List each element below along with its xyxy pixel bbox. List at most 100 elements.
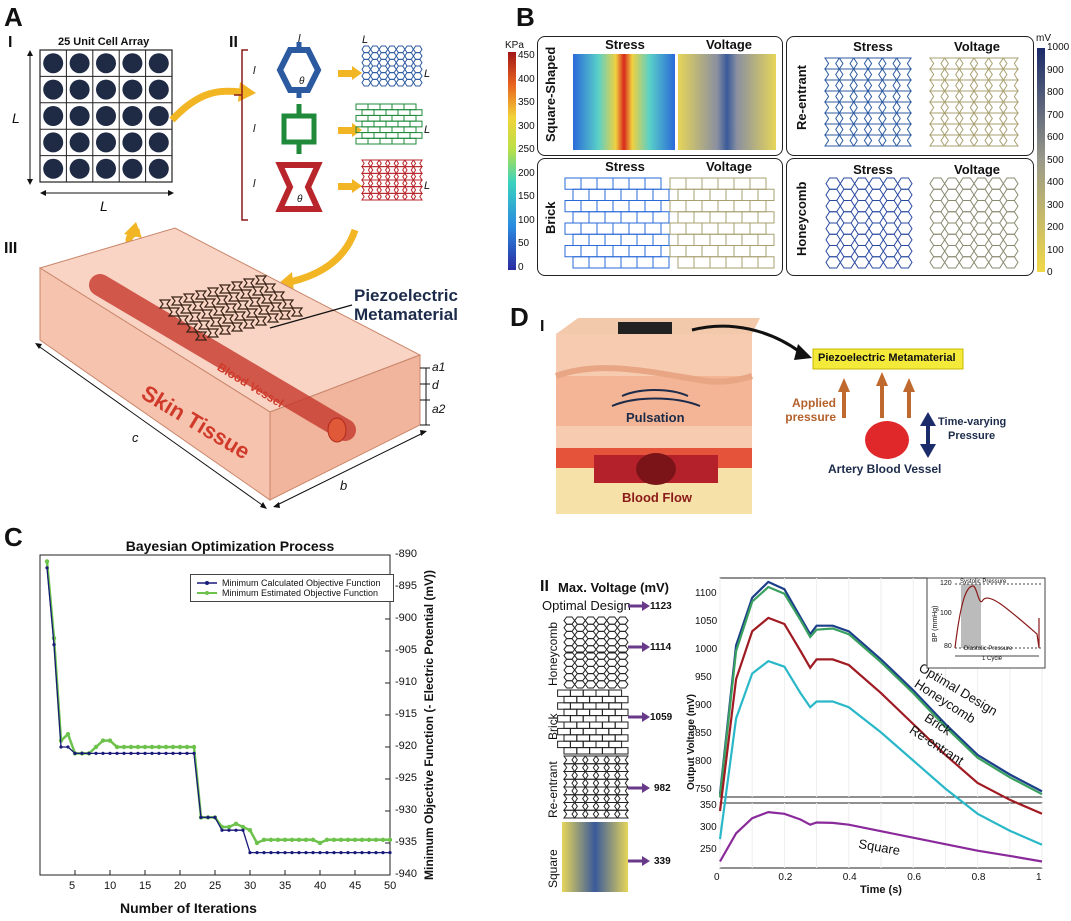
data-point-calculated <box>234 828 238 832</box>
data-point-estimated <box>226 824 232 830</box>
inset-ylabel: BP (mmHg) <box>932 605 939 642</box>
data-point-estimated <box>268 837 274 842</box>
data-point-estimated <box>142 744 148 750</box>
lattice-brick <box>355 103 423 145</box>
legend-label-estimated: Minimum Estimated Objective Function <box>222 588 379 598</box>
data-point-calculated <box>45 566 49 570</box>
unit-cell <box>69 106 90 126</box>
data-point-estimated <box>44 559 50 564</box>
data-point-calculated <box>73 751 77 755</box>
data-point-calculated <box>122 751 126 755</box>
array-dim-l-vertical: L <box>12 110 20 126</box>
lattice-brick <box>557 689 629 755</box>
hdr-stress-4: Stress <box>853 162 893 177</box>
unit-cell <box>148 106 169 126</box>
left-cbar-tick: 350 <box>518 97 535 108</box>
voltage-arrowhead <box>642 601 650 611</box>
array-dim-l-horizontal: L <box>100 198 108 214</box>
y-tick: -940 <box>395 868 418 880</box>
data-point-calculated <box>199 815 203 819</box>
x-tick: 45 <box>349 880 362 892</box>
x-tick: 30 <box>244 880 257 892</box>
y-tick: -920 <box>395 740 418 752</box>
piezo-label-2: Metamaterial <box>354 305 458 324</box>
chart-c-plot <box>39 554 393 876</box>
data-point-estimated <box>310 837 316 842</box>
x-tick: 40 <box>314 880 327 892</box>
hdr-voltage-2: Voltage <box>706 159 752 174</box>
data-point-calculated <box>192 751 196 755</box>
data-point-calculated <box>108 751 112 755</box>
curve-square <box>719 810 1043 863</box>
applied-pressure-1: Applied <box>792 396 836 410</box>
unit-cell <box>96 158 116 179</box>
data-point-estimated <box>254 840 260 846</box>
data-point-estimated <box>93 744 99 750</box>
voltage-honeycomb: 1114 <box>650 642 672 653</box>
cell-dim-l-3: l <box>253 178 256 190</box>
voltage-map-square <box>678 54 776 150</box>
data-point-calculated <box>150 751 154 755</box>
left-cbar-tick: 250 <box>518 144 535 155</box>
chart-d-x-tick: 0.6 <box>907 872 922 883</box>
unit-cell <box>43 132 64 153</box>
chart-d-y-tick-upper: 750 <box>695 784 712 796</box>
unit-cell <box>96 53 116 74</box>
curve-brick <box>718 616 1043 815</box>
data-point-calculated <box>87 751 91 755</box>
curve-reentrant <box>718 659 1043 846</box>
voltage-brick: 1059 <box>650 712 673 723</box>
right-cbar-unit: mV <box>1036 33 1051 44</box>
left-colorbar <box>508 52 516 270</box>
data-point-calculated <box>346 851 350 855</box>
data-point-calculated <box>374 851 378 855</box>
data-point-calculated <box>157 751 161 755</box>
data-point-calculated <box>101 751 105 755</box>
chart-d-y-tick-upper: 1000 <box>695 644 718 655</box>
unit-cell <box>69 53 90 74</box>
chart-d-x-tick: 0.8 <box>971 872 986 883</box>
unit-cells-diagram <box>169 42 362 221</box>
data-point-estimated <box>296 837 302 842</box>
left-cbar-tick: 450 <box>518 50 535 61</box>
lattice-dim-l-2: L <box>424 124 431 136</box>
panel-letter-d: D <box>510 302 529 332</box>
inset-systolic: Systolic Pressure <box>960 579 1007 585</box>
right-cbar-tick: 1000 <box>1047 42 1070 53</box>
voltage-reentrant: 982 <box>654 783 671 794</box>
lattice-dim-l-3: L <box>424 180 431 192</box>
data-point-estimated <box>135 744 141 750</box>
right-cbar-tick: 400 <box>1047 177 1064 188</box>
data-point-estimated <box>331 837 337 842</box>
data-point-calculated <box>143 751 147 755</box>
y-tick: -900 <box>395 612 418 624</box>
chart-d-x-tick: 1 <box>1036 872 1042 883</box>
data-point-estimated <box>156 744 162 750</box>
data-point-estimated <box>345 837 351 842</box>
lattice-hex <box>825 177 913 269</box>
square-voltage-thumb <box>562 822 628 892</box>
roman-a2: II <box>229 34 238 51</box>
lattice-reentrant <box>824 57 912 147</box>
unit-cell <box>148 158 169 179</box>
data-point-estimated <box>380 837 386 842</box>
data-point-calculated <box>269 851 273 855</box>
y-tick: -925 <box>395 772 418 784</box>
unit-cell <box>96 106 116 126</box>
right-cbar-tick: 200 <box>1047 222 1064 233</box>
y-tick: -910 <box>395 676 418 688</box>
legend-label-calculated: Minimum Calculated Objective Function <box>222 578 381 588</box>
data-point-estimated <box>177 744 183 750</box>
data-point-calculated <box>178 751 182 755</box>
data-point-estimated <box>184 744 190 750</box>
y-tick: -915 <box>395 708 418 720</box>
lattice-dim-l-1: L <box>424 68 431 80</box>
data-point-estimated <box>289 837 295 842</box>
applied-pressure-2: pressure <box>785 410 836 424</box>
right-cbar-tick: 900 <box>1047 64 1064 76</box>
chart-c-title: Bayesian Optimization Process <box>125 538 335 554</box>
data-point-calculated <box>94 751 98 755</box>
array-title: 25 Unit Cell Array <box>58 36 150 48</box>
x-tick: 35 <box>279 880 292 892</box>
